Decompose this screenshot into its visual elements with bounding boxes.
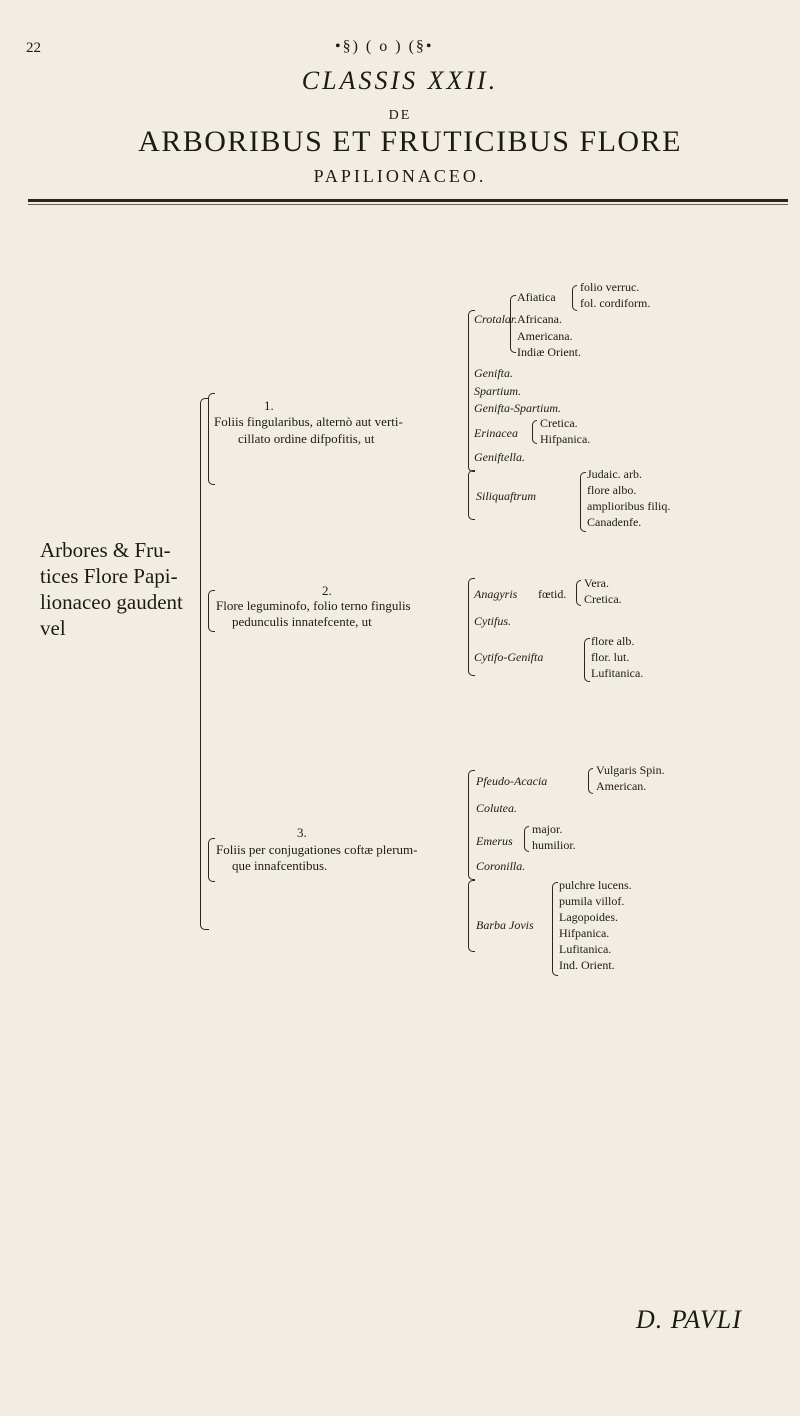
crotalar-species-1: Afiatica [517,290,556,304]
afiatica-brace [572,285,577,311]
crotalar-species-4: Indiæ Orient. [517,345,581,359]
header-ornament: •§) ( o ) (§• [335,38,434,55]
cytifo-genifta-species-2: flor. lut. [591,650,630,664]
section-2-genera-brace [468,578,475,676]
genus-colutea: Colutea. [476,801,517,815]
crotalar-brace [510,295,516,353]
genus-genifta: Genifta. [474,366,513,380]
siliquaftrum-outer-brace [468,470,475,520]
genus-genifta-spartium: Genifta-Spartium. [474,401,561,415]
emerus-species-2: humilior. [532,838,576,852]
barba-jovis-species-1: pulchre lucens. [559,878,632,892]
genus-spartium: Spartium. [474,384,522,398]
section-2-desc-line-2: pedunculis innatefcente, ut [232,614,372,629]
emerus-species-1: major. [532,822,563,836]
siliquaftrum-species-2: flore albo. [587,483,637,497]
genus-coronilla: Coronilla. [476,859,526,873]
genus-geniftella: Geniftella. [474,450,525,464]
anagyris-brace [576,580,581,606]
footer-signature: D. PAVLI [636,1305,742,1334]
barba-jovis-outer-brace [468,880,475,952]
cytifo-genifta-species-3: Lufitanica. [591,666,644,680]
pfeudo-acacia-species-2: American. [596,779,647,793]
section-1-number: 1. [264,398,274,413]
barba-jovis-species-2: pumila villof. [559,894,625,908]
siliquaftrum-species-1: Judaic. arb. [587,467,642,481]
main-title: ARBORIBUS ET FRUTICIBUS FLORE [138,125,682,158]
section-3-desc-line-2: que innafcentibus. [232,858,328,873]
siliquaftrum-species-3: amplioribus filiq. [587,499,671,513]
section-1-desc-line-1: Foliis fingularibus, alternò aut verti- [214,414,403,429]
erinacea-species-1: Cretica. [540,416,578,430]
genus-barba-jovis: Barba Jovis [476,918,534,932]
genus-siliquaftrum: Siliquaftrum [476,489,537,503]
cytifo-genifta-species-1: flore alb. [591,634,635,648]
genus-erinacea: Erinacea [474,426,518,440]
barba-jovis-species-3: Lagopoides. [559,910,618,924]
root-label-line-1: Arbores & Fru- [40,538,171,562]
section-3-number: 3. [297,825,307,840]
section-1-brace [208,393,215,485]
genus-crotalar: Crotalar. [474,312,518,326]
siliquaftrum-brace [580,472,586,532]
section-3-desc-line-1: Foliis per conjugationes coftæ plerum- [216,842,418,857]
genus-emerus: Emerus [476,834,513,848]
barba-jovis-brace [552,882,558,976]
genus-cytifo-genifta: Cytifo-Genifta [474,650,544,664]
header-rule [28,199,788,202]
root-label-line-2: tices Flore Papi- [40,564,178,588]
barba-jovis-species-6: Ind. Orient. [559,958,615,972]
barba-jovis-species-5: Lufitanica. [559,942,612,956]
header-rule-thin [28,204,788,205]
root-label-line-4: vel [40,616,66,640]
page-number: 22 [26,40,41,56]
genus-cytifus: Cytifus. [474,614,512,628]
genus-anagyris: Anagyris [474,587,518,601]
afiatica-sub-1: folio verruc. [580,280,640,294]
pfeudo-acacia-species-1: Vulgaris Spin. [596,763,665,777]
root-brace [200,398,209,930]
subtitle: PAPILIONACEO. [313,166,487,186]
section-3-brace [208,838,215,882]
afiatica-sub-2: fol. cordiform. [580,296,651,310]
erinacea-species-2: Hifpanica. [540,432,591,446]
barba-jovis-species-4: Hifpanica. [559,926,610,940]
section-2-brace [208,590,215,632]
crotalar-species-2: Africana. [517,312,562,326]
section-2-desc-line-1: Flore leguminofo, folio terno fingulis [216,598,411,613]
root-label-line-3: lionaceo gaudent [40,590,183,614]
section-2-number: 2. [322,583,332,598]
emerus-brace [524,826,529,852]
anagyris-species-2: Cretica. [584,592,622,606]
section-1-desc-line-2: cillato ordine difpofitis, ut [238,431,375,446]
section-3-genera-brace [468,770,475,880]
erinacea-brace [532,420,537,444]
genus-pfeudo-acacia: Pfeudo-Acacia [476,774,548,788]
class-title: CLASSIS XXII. [301,66,499,95]
de-line: DE [388,108,412,123]
crotalar-species-3: Americana. [517,329,573,343]
anagyris-species-1: Vera. [584,576,609,590]
siliquaftrum-species-4: Canadenfe. [587,515,642,529]
pfeudo-acacia-brace [588,768,593,794]
anagyris-epithet: fœtid. [538,587,567,601]
cytifo-genifta-brace [584,638,590,682]
